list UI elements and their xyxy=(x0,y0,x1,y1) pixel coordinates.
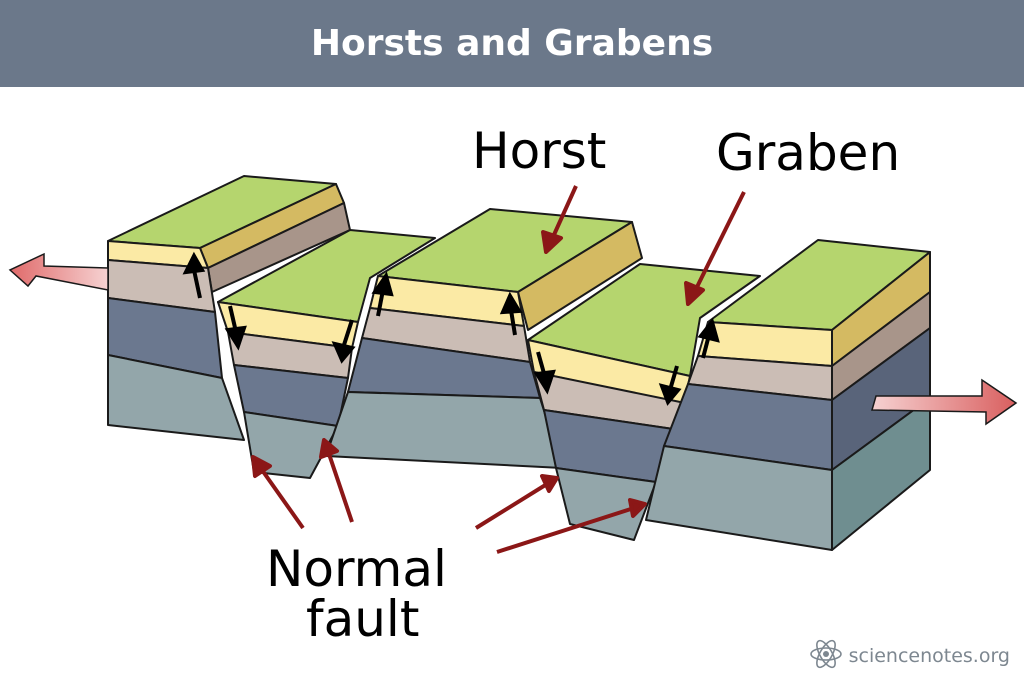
graben-label: Graben xyxy=(716,124,900,182)
fault-motion-arrows xyxy=(182,251,720,406)
atom-icon xyxy=(809,639,843,673)
header-bar: Horsts and Grabens xyxy=(0,0,1024,87)
normal-fault-label-line1: Normal xyxy=(266,540,447,598)
page-title: Horsts and Grabens xyxy=(310,23,714,64)
footer-brand: sciencenotes.org xyxy=(809,639,1010,673)
center-horst-block xyxy=(325,208,643,469)
left-extension-arrow xyxy=(8,252,109,291)
left-graben-block xyxy=(217,229,436,479)
horst-graben-diagram: Horst Graben Normal fault xyxy=(8,122,1018,648)
brand-text: sciencenotes.org xyxy=(848,645,1010,667)
normal-fault-label-line2: fault xyxy=(306,590,419,648)
right-extension-arrow xyxy=(871,378,1018,426)
right-horst-block xyxy=(645,239,931,551)
horst-label: Horst xyxy=(472,122,606,180)
label-pointers xyxy=(251,185,746,554)
